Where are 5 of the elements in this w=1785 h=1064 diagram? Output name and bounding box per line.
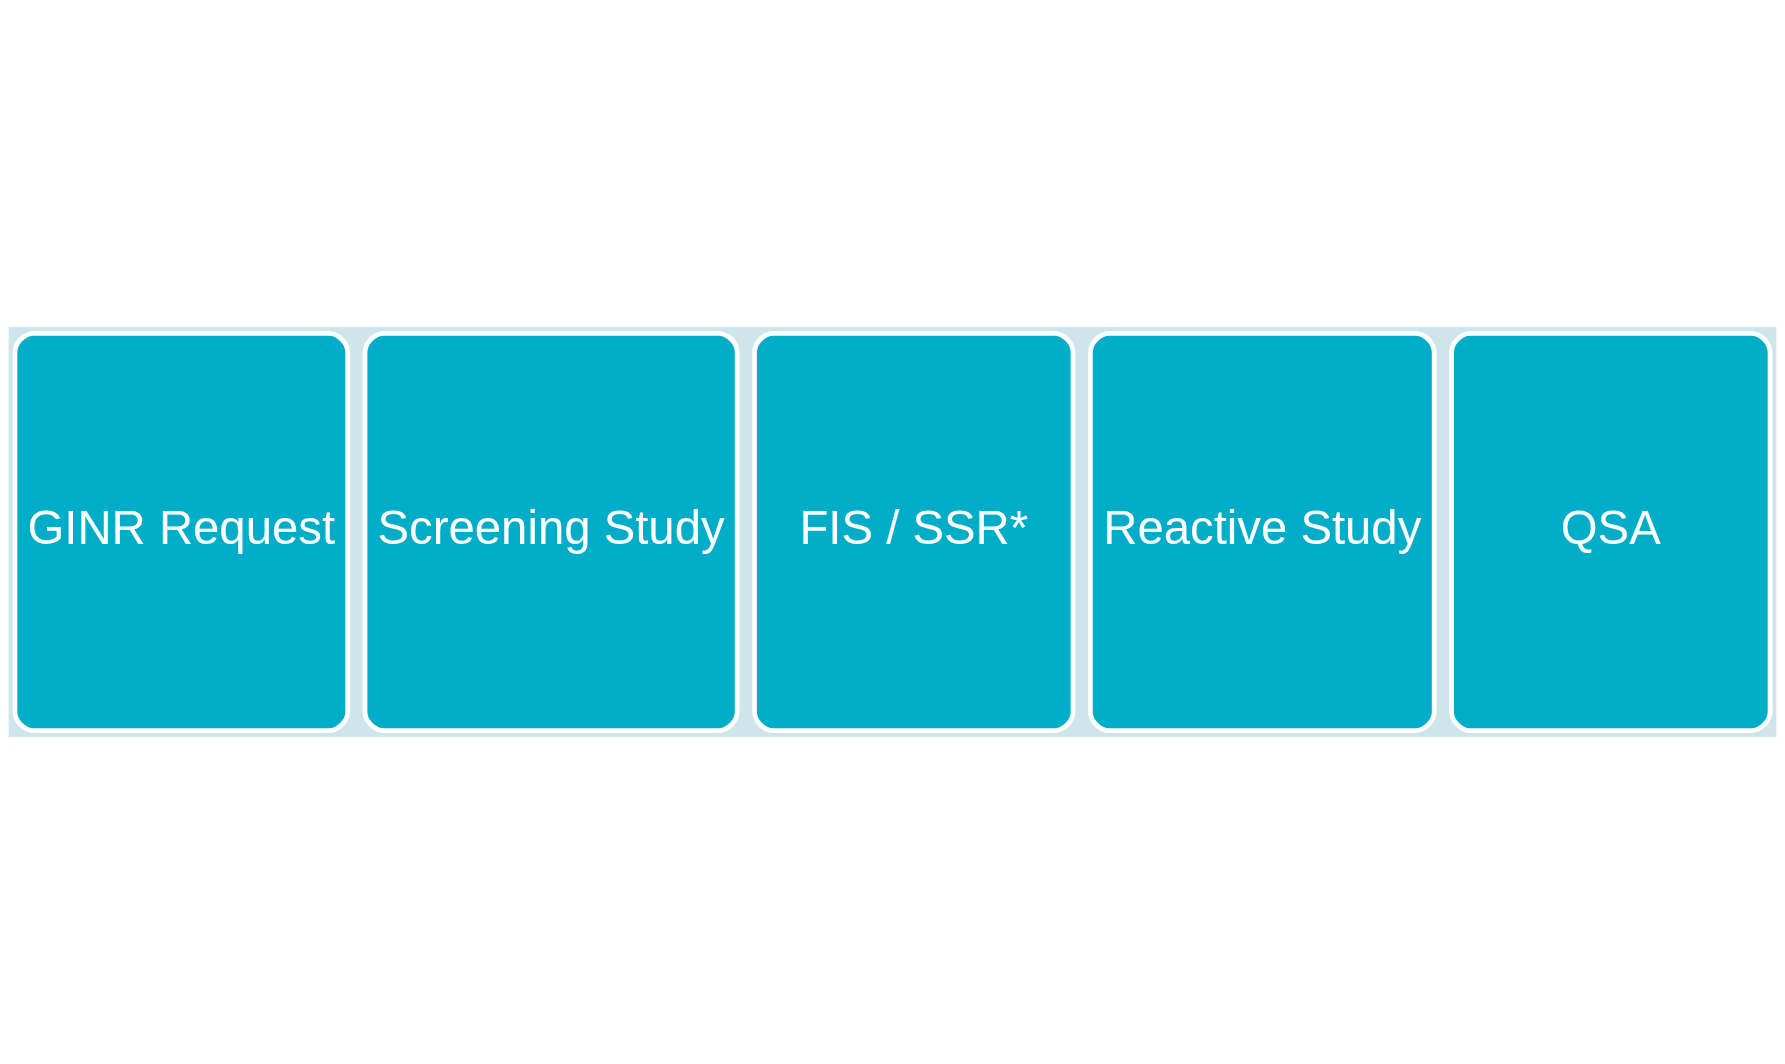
node-box: Reactive Study xyxy=(1088,330,1437,734)
node-box: GINR Request xyxy=(12,330,351,734)
node-box: Screening Study xyxy=(362,330,740,734)
node-box: FIS / SSR* xyxy=(752,330,1076,734)
node-box: QSA xyxy=(1449,330,1773,734)
